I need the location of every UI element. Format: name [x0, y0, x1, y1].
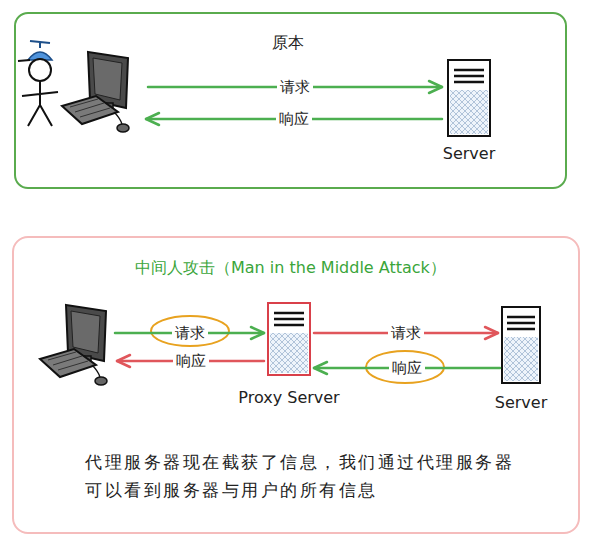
node-title: 原本 — [272, 33, 304, 53]
node-title: 中间人攻击（Man in the Middle Attack） — [135, 258, 446, 278]
computer-node — [58, 50, 140, 138]
arrow-head — [429, 81, 442, 93]
edge-label: 请求 — [277, 78, 313, 96]
server-symbol — [448, 60, 490, 136]
computer-node — [38, 303, 112, 391]
server-slots — [454, 70, 484, 82]
proxy-server-symbol — [268, 303, 310, 375]
propeller — [30, 41, 50, 48]
server-hatch — [450, 90, 488, 134]
proxy-server-node: Proxy Server — [266, 301, 312, 377]
arrow-head — [146, 113, 159, 125]
node-title: Server — [443, 144, 495, 164]
server-hatch — [504, 337, 538, 381]
server-case — [502, 307, 540, 383]
server-case — [448, 60, 490, 136]
user-computer — [40, 305, 107, 385]
arrow-head — [314, 362, 327, 374]
group-box: 原本 Server — [14, 12, 567, 189]
edge-label: 请求 — [388, 324, 424, 342]
node-title: Proxy Server — [238, 388, 339, 408]
proxy-slots — [274, 313, 304, 325]
server-node: Server — [446, 58, 492, 138]
arrow-head — [251, 327, 264, 339]
server-slots — [507, 317, 535, 329]
server-symbol — [502, 307, 540, 383]
server-node: Server — [500, 305, 542, 385]
user-computer — [62, 52, 129, 132]
proxy-case — [268, 303, 310, 375]
edge-label: 请求 — [172, 324, 208, 342]
group-box: 中间人攻击（Man in the Middle Attack） 代理服务器现在截获… — [12, 236, 580, 534]
body — [22, 81, 58, 126]
note-text: 代理服务器现在截获了信息，我们通过代理服务器 可以看到服务器与用户的所有信息 — [85, 448, 555, 504]
edge-label: 响应 — [389, 359, 425, 377]
head — [29, 59, 51, 81]
edge-label: 响应 — [276, 110, 312, 128]
highlight-ellipse — [366, 351, 444, 383]
stick-figure — [18, 41, 58, 126]
arrow-head — [485, 327, 498, 339]
hat-brim — [18, 60, 30, 61]
node-title: Server — [495, 393, 547, 413]
proxy-hatch — [270, 333, 308, 373]
arrow-head — [117, 355, 130, 367]
edge-label: 响应 — [173, 352, 209, 370]
highlight-ellipse — [151, 316, 229, 346]
